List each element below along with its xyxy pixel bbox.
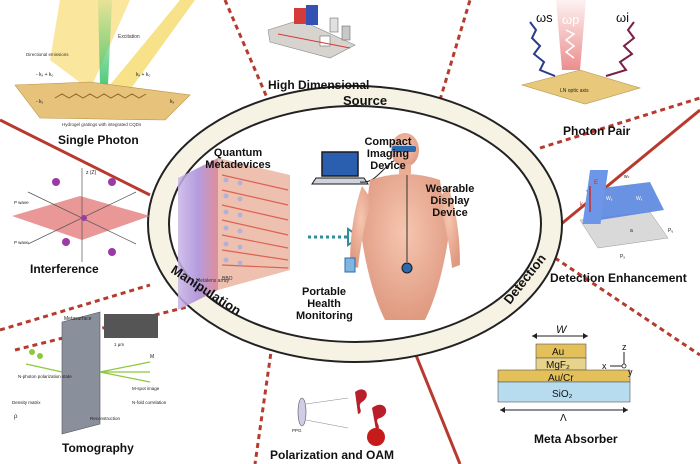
- lambda-label: Λ: [560, 413, 567, 424]
- meta-absorber-panel: W Au MgF₂ Au/Cr SiO₂ Λ z x y: [497, 324, 633, 424]
- p-wave-label-top: P wave: [14, 200, 29, 205]
- px-label: Pₓ: [620, 254, 625, 260]
- human-body-illustration: [344, 133, 460, 320]
- tomography-title: Tomography: [62, 441, 134, 455]
- k-right-label: kₓ + k₀: [136, 72, 150, 78]
- sio2-label: SiO₂: [552, 389, 573, 400]
- reconstruction-label: Reconstruction: [90, 416, 121, 421]
- connector-right-mid: [559, 108, 700, 227]
- metalens-array-label: Metalens array: [196, 278, 230, 284]
- directional-emissions-label: Directional emissions: [26, 52, 69, 57]
- quantum-metadevices-label: Quantum Metadevices: [205, 147, 271, 171]
- polarization-oam-title: Polarization and OAM: [270, 448, 395, 462]
- excitation-label: Excitation: [118, 34, 140, 40]
- k-left-label: - kₓ + k₀: [36, 72, 53, 78]
- m-label: M: [150, 354, 154, 360]
- n-photon-label: N-photon polarization state: [18, 374, 72, 379]
- ws-label: wₛ: [624, 174, 630, 180]
- tomography-panel: Metasurface 1 μm N-photon polarization s…: [12, 311, 167, 435]
- density-label: Density matrix: [12, 400, 41, 405]
- wearable-display-device-label: Wearable Display Device: [425, 183, 475, 219]
- k-bottom-right-label: kₓ: [170, 99, 175, 105]
- bbo-label: BBO: [222, 276, 233, 282]
- detection-enhancement-panel: E k wₛ Wᵧ Wₓ a Pₓ Pᵧ: [579, 170, 673, 260]
- rho-label: ρ: [14, 414, 18, 420]
- w-label: W: [556, 324, 568, 336]
- omega-i-label: ωi: [616, 10, 629, 25]
- m-spot-label: M-spot image: [132, 386, 160, 391]
- interference-panel: z (Z) P wave P wave: [12, 168, 150, 262]
- connector-top-right-dashed: [438, 0, 472, 101]
- z-axis-absorber: z: [622, 342, 627, 352]
- metasurface-label: Metasurface: [64, 316, 92, 322]
- high-dimensional-panel: [267, 5, 356, 59]
- y-axis-absorber: y: [628, 367, 633, 377]
- photon-pair-title: Photon Pair: [563, 124, 631, 138]
- ring-label-source: Source: [343, 93, 387, 108]
- optic-axis-label: LN optic axis: [560, 88, 589, 94]
- connector-detection-right: [554, 256, 700, 357]
- compact-imaging-device-label: Compact Imaging Device: [364, 136, 412, 172]
- laptop-icon: [311, 151, 396, 185]
- aucr-label: Au/Cr: [548, 373, 574, 384]
- connector-bottom-mid: [253, 344, 274, 464]
- k-bottom-left-label: - kₓ: [36, 99, 44, 105]
- z-axis-label: z (Z): [86, 170, 97, 176]
- detection-enhancement-title: Detection Enhancement: [550, 271, 687, 285]
- connector-left-mid: [0, 283, 151, 332]
- mgf2-label: MgF₂: [546, 360, 570, 371]
- n-fold-label: N-fold correlation: [132, 400, 167, 405]
- um-label: 1 μm: [114, 342, 124, 347]
- omega-p-label: ωp: [562, 12, 579, 27]
- polarization-oam-panel: PPG: [292, 389, 387, 446]
- omega-s-label: ωs: [536, 10, 553, 25]
- py-label: Pᵧ: [668, 228, 673, 234]
- connector-photon-pair: [539, 96, 700, 150]
- connector-single-photon: [0, 118, 151, 197]
- e-field-label: E: [594, 180, 598, 186]
- p-wave-label-bottom: P wave: [14, 240, 29, 245]
- portable-health-monitoring-label: Portable Health Monitoring: [296, 286, 353, 322]
- metadevice-illustration: Metalens array BBO: [178, 158, 362, 310]
- meta-absorber-title: Meta Absorber: [534, 432, 618, 446]
- wy-label: Wᵧ: [606, 196, 613, 202]
- single-photon-panel: Directional emissions Excitation - kₓ + …: [14, 0, 195, 127]
- k-vector-label: k: [580, 202, 584, 208]
- connector-top-left-dashed: [223, 0, 270, 101]
- au-label: Au: [552, 347, 564, 358]
- photon-pair-panel: ωs ωp ωi LN optic axis: [520, 0, 642, 105]
- single-photon-title: Single Photon: [58, 133, 139, 147]
- wx-label: Wₓ: [636, 196, 643, 202]
- ppg-label: PPG: [292, 428, 302, 433]
- x-axis-absorber: x: [602, 361, 607, 371]
- interference-title: Interference: [30, 262, 99, 276]
- high-dimensional-title: High Dimensional: [268, 78, 370, 92]
- hydrogel-label: Hydrogel gratings with integrated CQDs: [62, 122, 142, 127]
- a-label: a: [630, 228, 633, 234]
